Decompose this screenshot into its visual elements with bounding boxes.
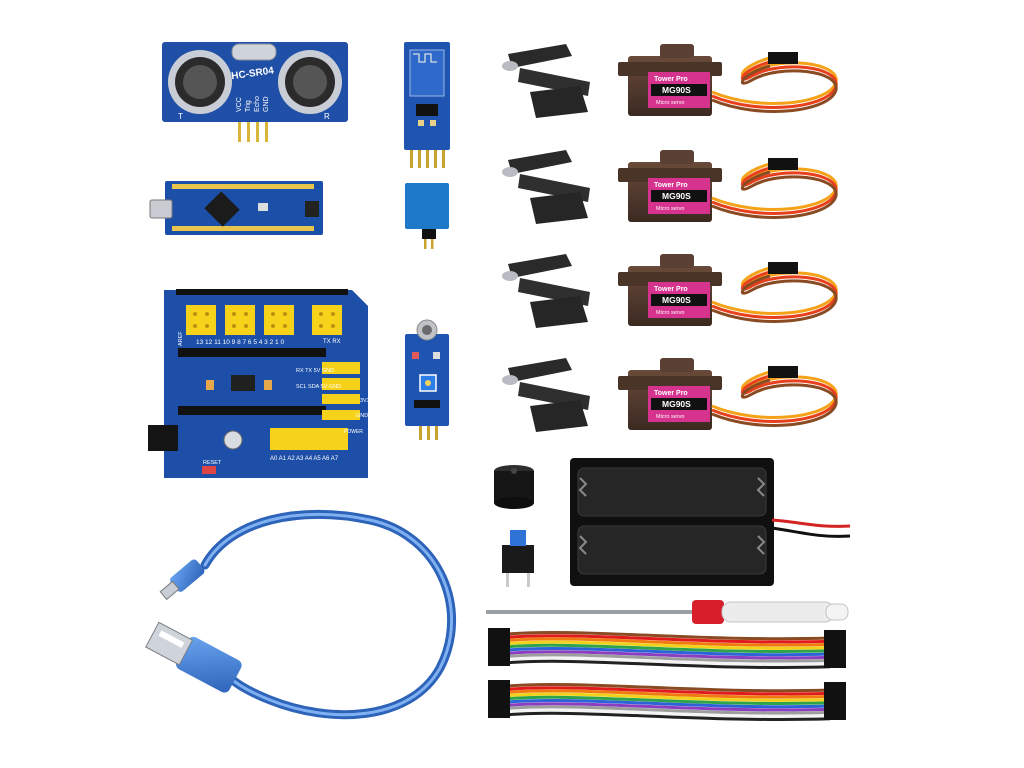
- servo-model-label: MG90S: [662, 191, 691, 201]
- push-button: [502, 530, 534, 587]
- usb-cable: [145, 509, 457, 720]
- servo-connector: [768, 52, 798, 64]
- shield-analog-label: A0 A1 A2 A3 A4 A5 A6 A7: [270, 456, 339, 462]
- servo-brand-label: Tower Pro: [654, 286, 688, 293]
- shield-i2c-label: SCL SDA 5V GND: [296, 384, 341, 390]
- jumper-connector-left: [488, 680, 510, 718]
- jumper-wire-bundle-bottom: [488, 680, 846, 722]
- shield-digital-headers: [186, 305, 360, 450]
- jumper-connector-left: [488, 628, 510, 666]
- screwdriver: [486, 600, 849, 624]
- servo-horn-set: [502, 254, 590, 328]
- usb-mini-connector: [159, 559, 205, 601]
- ultrasonic-transducer-right: [278, 50, 342, 114]
- servo-subtitle-label: Micro servo: [656, 100, 684, 106]
- ultrasonic-pin-vcc: VCC: [236, 97, 243, 112]
- shield-aref-label: AREF: [178, 331, 184, 346]
- servo-horn-set: [502, 44, 590, 118]
- arduino-nano-board: [149, 181, 323, 235]
- servo-horn-set: [502, 150, 590, 224]
- battery-holder: [570, 458, 851, 586]
- servo-wire-loop: [711, 370, 838, 427]
- ultrasonic-pin-gnd: GND: [263, 96, 270, 112]
- shield-tx-rx-label: TX RX: [323, 339, 341, 345]
- servo-connector: [768, 158, 798, 170]
- servo-brand-label: Tower Pro: [654, 182, 688, 189]
- servo-connector: [768, 366, 798, 378]
- ultrasonic-sensor: HC-SR04 VCC Trig Echo GND T R: [162, 42, 348, 142]
- servo-model-label: MG90S: [662, 85, 691, 95]
- servo-wire-loop: [711, 266, 838, 323]
- jumper-connector-right: [824, 682, 846, 720]
- shield-3v3-label: 3V3: [360, 398, 370, 404]
- servo-wire-loop: [711, 162, 838, 219]
- shield-serial-label: RX TX 5V GND: [296, 368, 334, 374]
- servo-subtitle-label: Micro servo: [656, 310, 684, 316]
- ultrasonic-r-mark: R: [324, 112, 330, 121]
- shield-digital-pin-numbers: 13 12 11 10 9 8 7 6 5 4 3 2 1 0: [196, 339, 284, 346]
- sound-sensor-module: [405, 319, 449, 440]
- bluetooth-module: [404, 42, 450, 168]
- servo-connector: [768, 262, 798, 274]
- ultrasonic-pin-echo: Echo: [254, 96, 261, 112]
- servo-model-label: MG90S: [662, 295, 691, 305]
- servo-subtitle-label: Micro servo: [656, 414, 684, 420]
- nano-expansion-shield: 13 12 11 10 9 8 7 6 5 4 3 2 1 0 TX RX RX…: [148, 289, 370, 478]
- tilt-sensor-module: [405, 183, 449, 249]
- shield-reset-label: RESET: [203, 460, 222, 466]
- bluetooth-header-pins: [410, 150, 445, 168]
- servo-wire-loop: [711, 56, 838, 113]
- usb-a-connector: [145, 621, 242, 693]
- jumper-wire-bundle-top: [488, 628, 846, 670]
- ultrasonic-header-pins: [238, 122, 268, 142]
- servo-brand-label: Tower Pro: [654, 390, 688, 397]
- servo-brand-label: Tower Pro: [654, 76, 688, 83]
- jumper-connector-right: [824, 630, 846, 668]
- buzzer: [494, 465, 534, 509]
- shield-gnd-label: GND: [356, 413, 368, 419]
- ultrasonic-transducer-left: [168, 50, 232, 114]
- ultrasonic-pin-trig: Trig: [245, 100, 252, 112]
- ultrasonic-t-mark: T: [178, 112, 183, 121]
- shield-power-label: POWER: [344, 429, 363, 435]
- servo-horn-set: [502, 358, 590, 432]
- servo-subtitle-label: Micro servo: [656, 206, 684, 212]
- servo-model-label: MG90S: [662, 399, 691, 409]
